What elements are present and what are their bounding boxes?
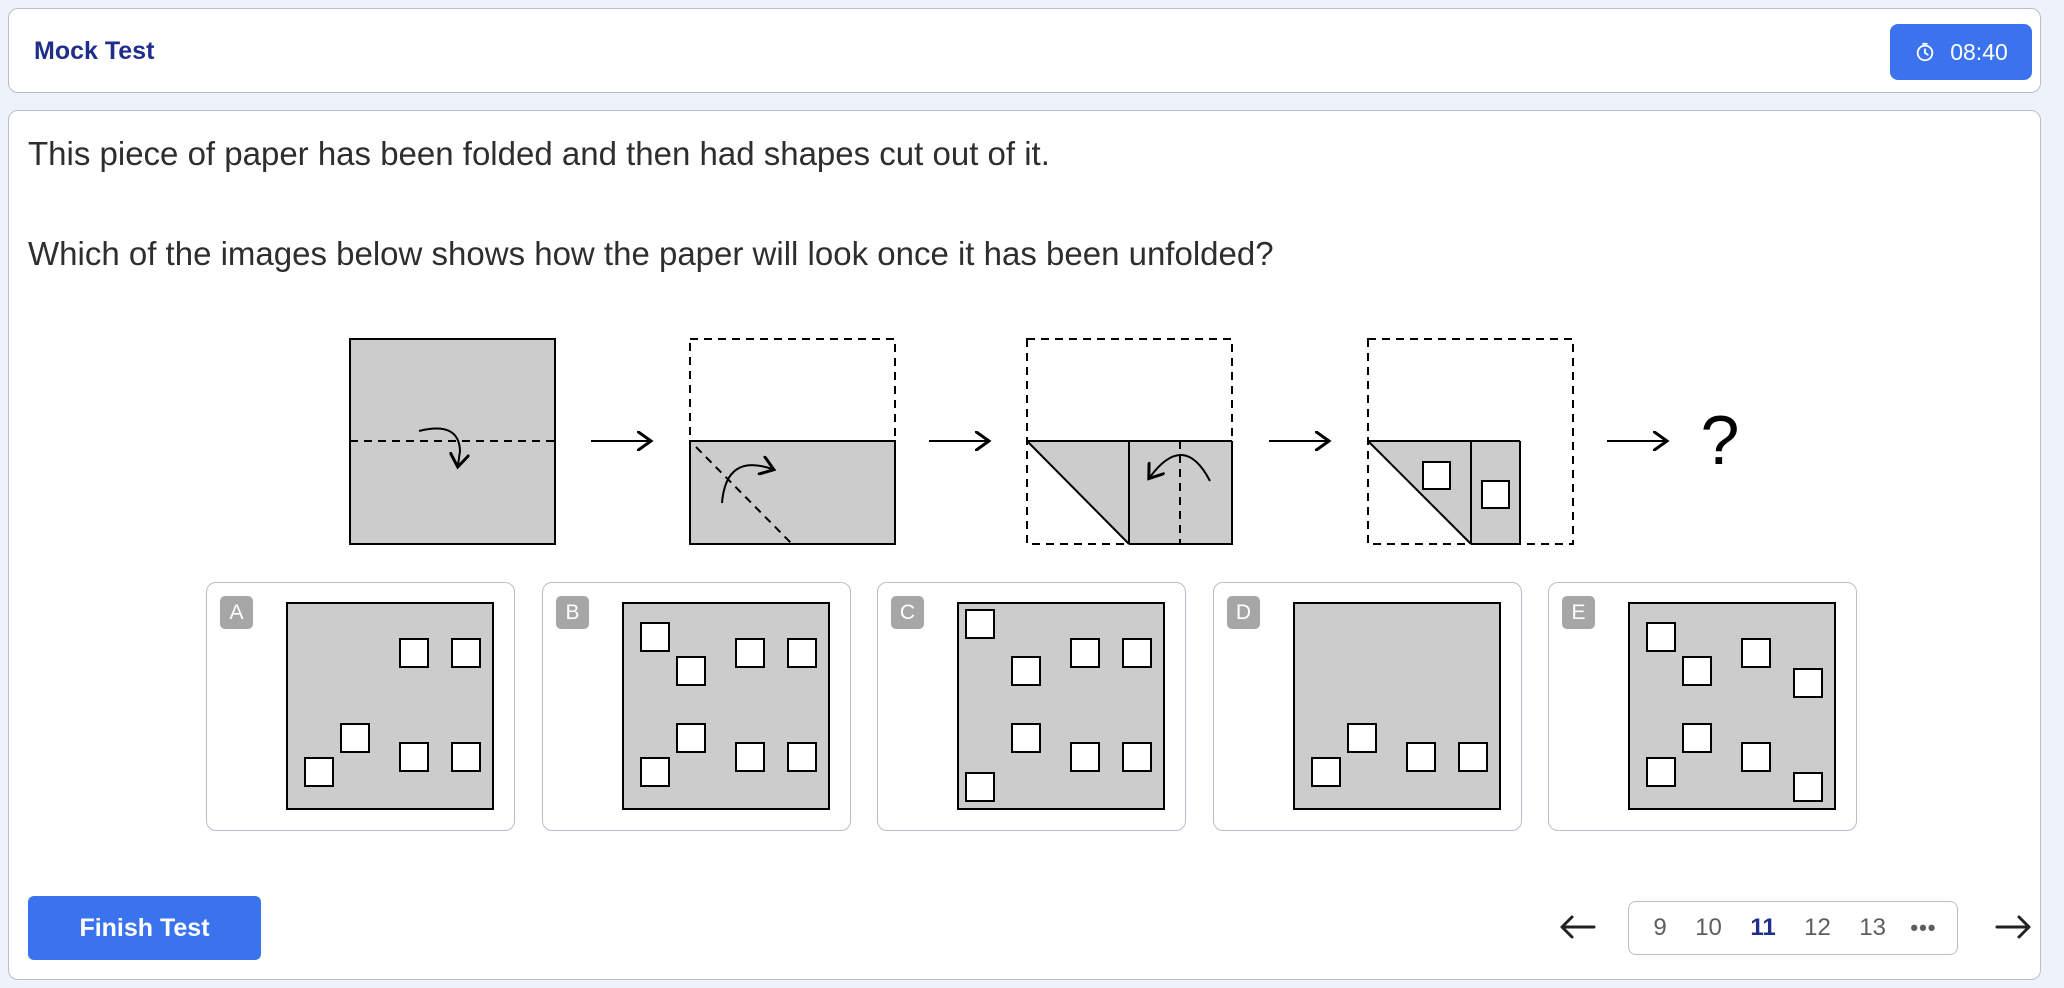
question-text-2: Which of the images below shows how the … [28,235,1274,272]
page-title: Mock Test [34,37,155,65]
header-bar: Mock Test 08:40 [8,8,2041,93]
page-10[interactable]: 10 [1695,914,1722,941]
option-label: E [1562,596,1595,629]
option-label: A [220,596,253,629]
next-page-button[interactable] [1985,899,2041,955]
timer: 08:40 [1890,24,2032,80]
arrow-left-icon [1560,915,1596,939]
option-label: C [891,596,924,629]
option-e[interactable]: E [1548,582,1857,831]
timer-value: 08:40 [1950,38,2008,65]
option-label: B [556,596,589,629]
more-pages-icon[interactable]: ••• [1910,915,1937,940]
timer-icon [1916,42,1934,62]
fold-step-2 [689,338,896,545]
question-card: This piece of paper has been folded and … [8,110,2041,980]
page-13[interactable]: 13 [1859,914,1886,941]
fold-step-1 [349,338,556,545]
option-c[interactable]: C [877,582,1186,831]
option-d-image [1293,602,1501,810]
fold-step-3 [1026,338,1233,545]
question-text-1: This piece of paper has been folded and … [28,135,1050,172]
folding-sequence: ? [349,338,1740,545]
result-question-mark: ? [1701,401,1740,479]
option-label: D [1227,596,1260,629]
previous-page-button[interactable] [1550,899,1606,955]
pagination: 9 10 11 12 13 ••• [1628,901,1958,955]
option-c-image [957,602,1165,810]
page-12[interactable]: 12 [1804,914,1831,941]
page-9[interactable]: 9 [1653,914,1667,941]
fold-step-4 [1367,338,1574,545]
option-a[interactable]: A [206,582,515,831]
arrow-right-icon [1995,915,2031,939]
option-b-image [622,602,830,810]
page-11-current[interactable]: 11 [1750,914,1776,941]
finish-test-button[interactable]: Finish Test [28,896,261,960]
option-e-image [1628,602,1836,810]
option-a-image [286,602,494,810]
option-d[interactable]: D [1213,582,1522,831]
option-b[interactable]: B [542,582,851,831]
